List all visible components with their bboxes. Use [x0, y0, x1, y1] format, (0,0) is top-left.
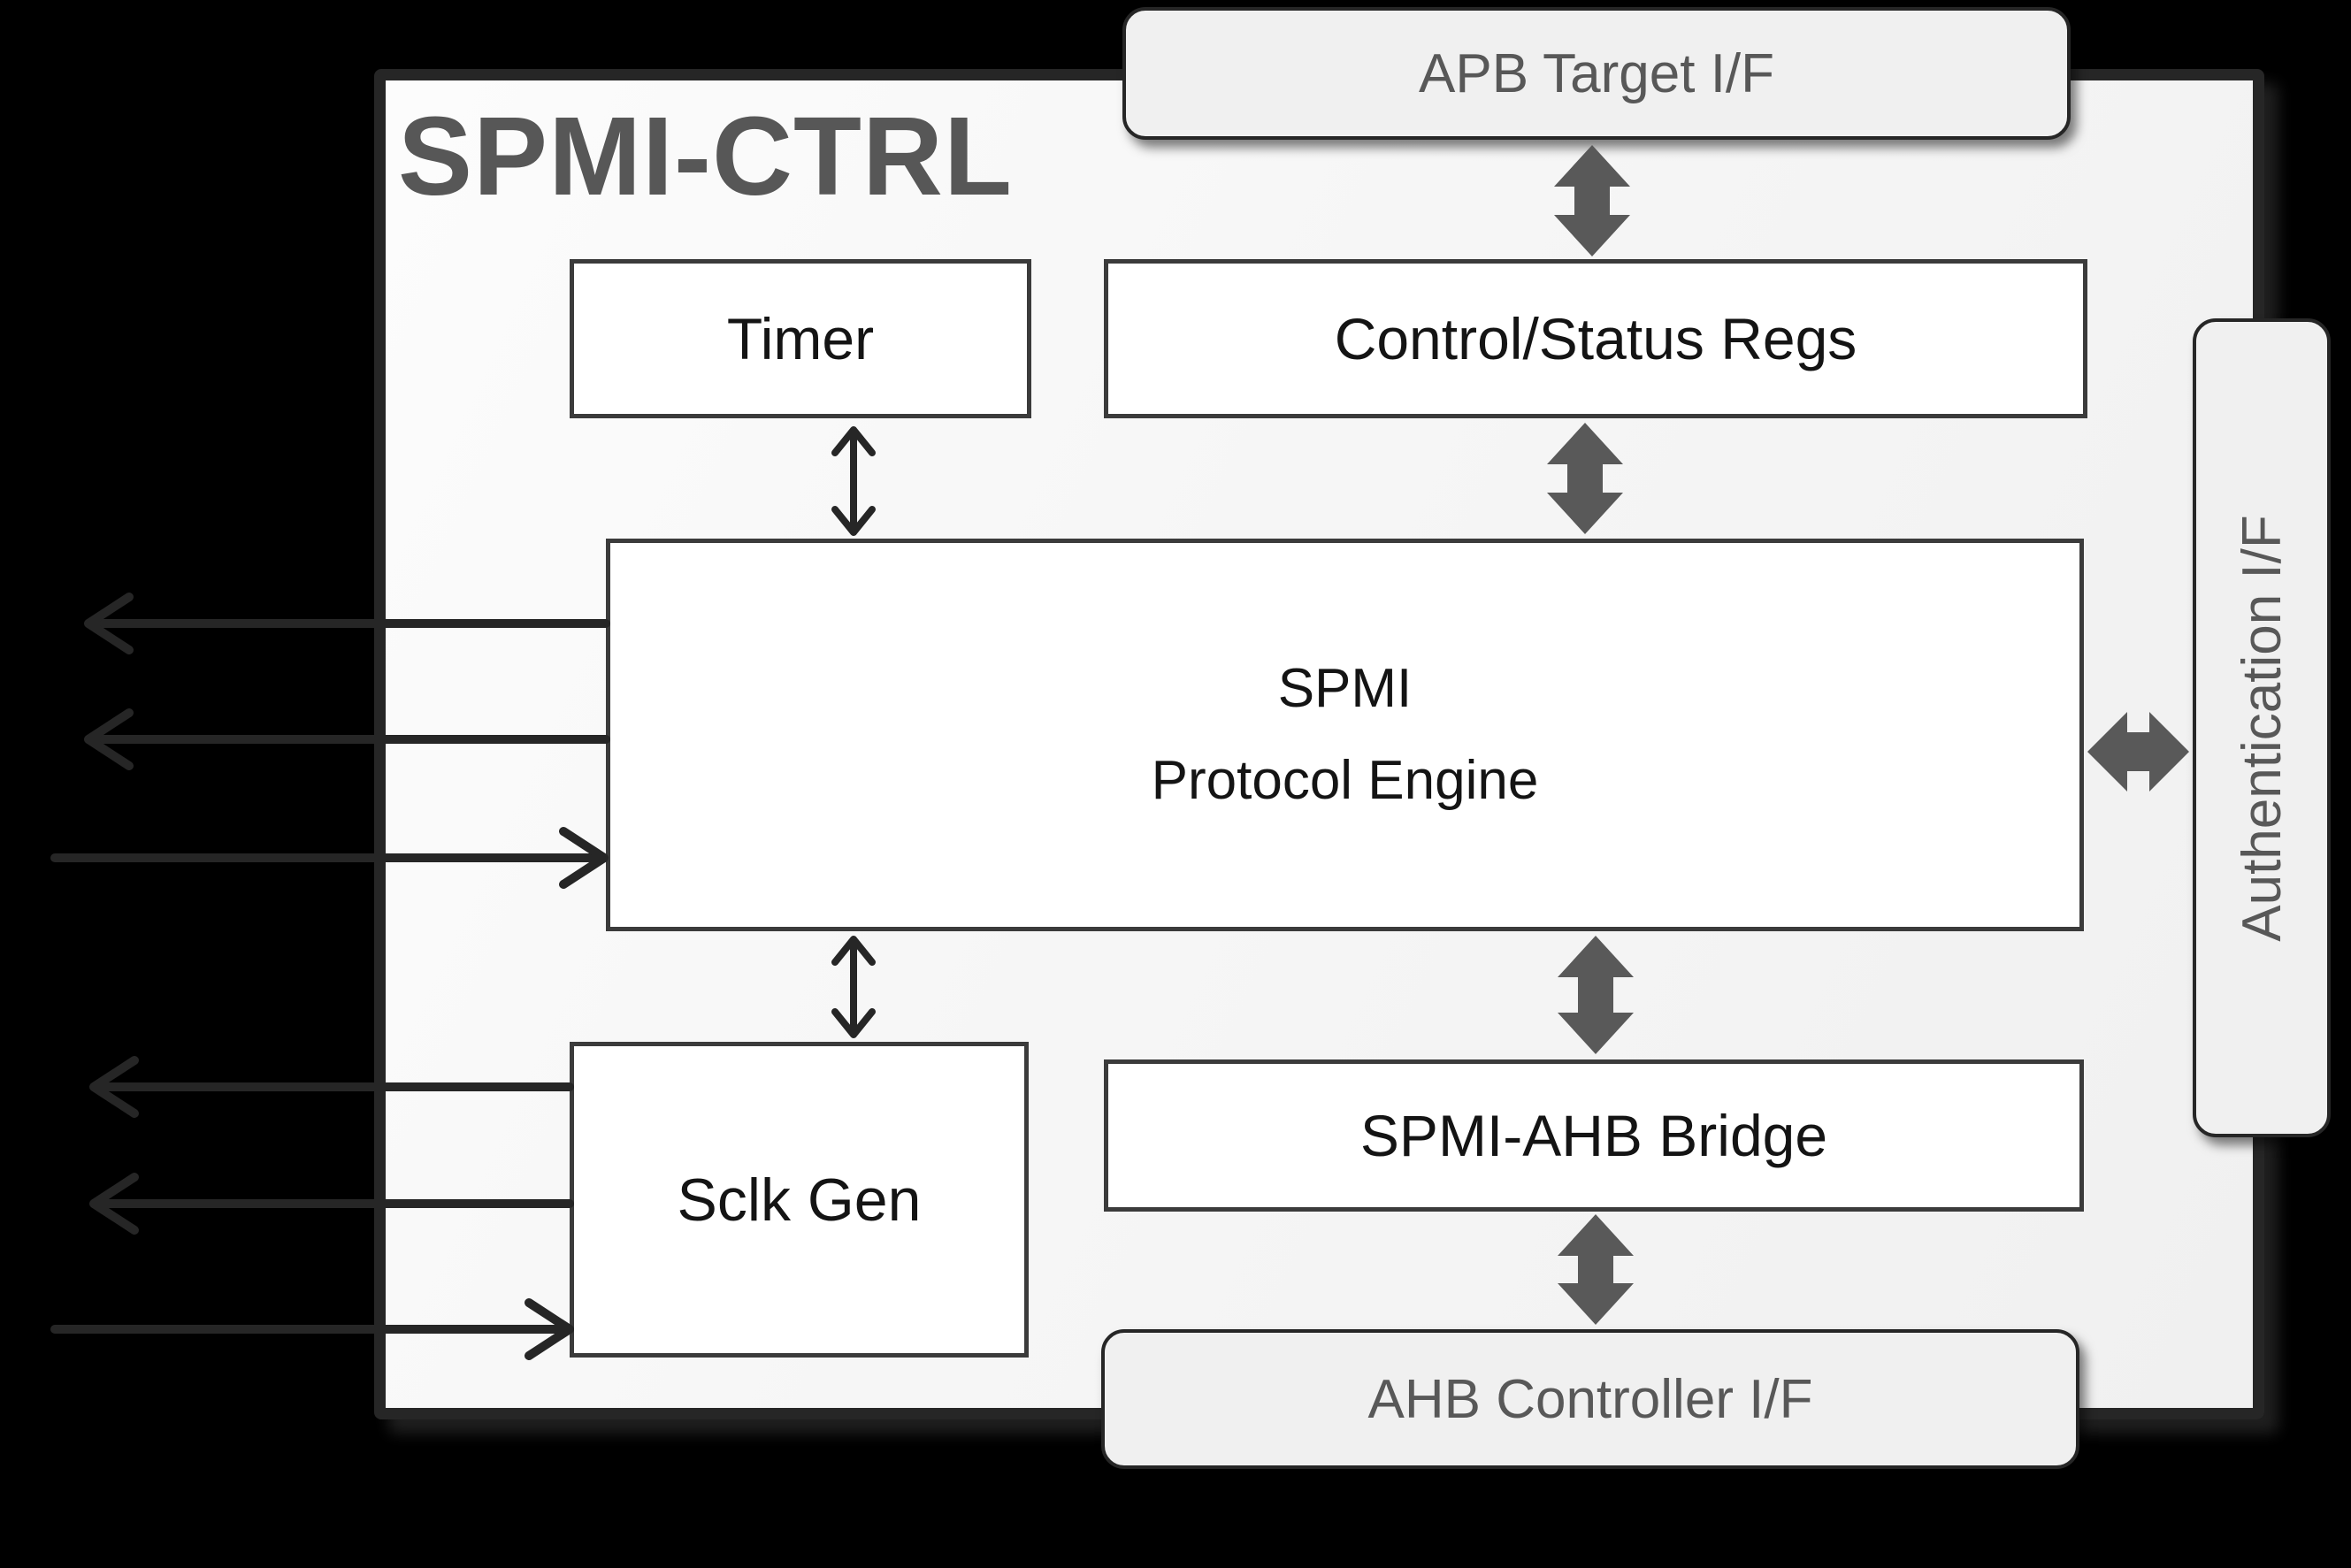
sclk-gen-label: Sclk Gen [677, 1166, 922, 1234]
spmi-protocol-engine-label-line1: SPMI [1277, 658, 1413, 719]
diagram-title: SPMI-CTRL [398, 94, 1013, 218]
timer-label: Timer [726, 306, 875, 371]
sclk-gen-block: Sclk Gen [570, 1042, 1029, 1358]
control-status-regs-label: Control/Status Regs [1334, 306, 1857, 371]
ahb-controller-interface-block: AHB Controller I/F [1101, 1329, 2079, 1469]
spmi-ahb-bridge-block: SPMI-AHB Bridge [1104, 1059, 2084, 1212]
authentication-interface-label: Authentication I/F [2231, 514, 2293, 942]
ahb-controller-interface-label: AHB Controller I/F [1367, 1368, 1813, 1430]
spmi-protocol-engine-block: SPMI Protocol Engine [606, 539, 2084, 931]
authentication-interface-block: Authentication I/F [2193, 318, 2331, 1137]
apb-target-interface-block: APB Target I/F [1122, 7, 2071, 140]
spmi-protocol-engine-label-line2: Protocol Engine [1151, 750, 1539, 811]
timer-block: Timer [570, 259, 1031, 418]
apb-target-interface-label: APB Target I/F [1418, 42, 1775, 104]
spmi-ahb-bridge-label: SPMI-AHB Bridge [1359, 1103, 1828, 1168]
control-status-regs-block: Control/Status Regs [1104, 259, 2087, 418]
